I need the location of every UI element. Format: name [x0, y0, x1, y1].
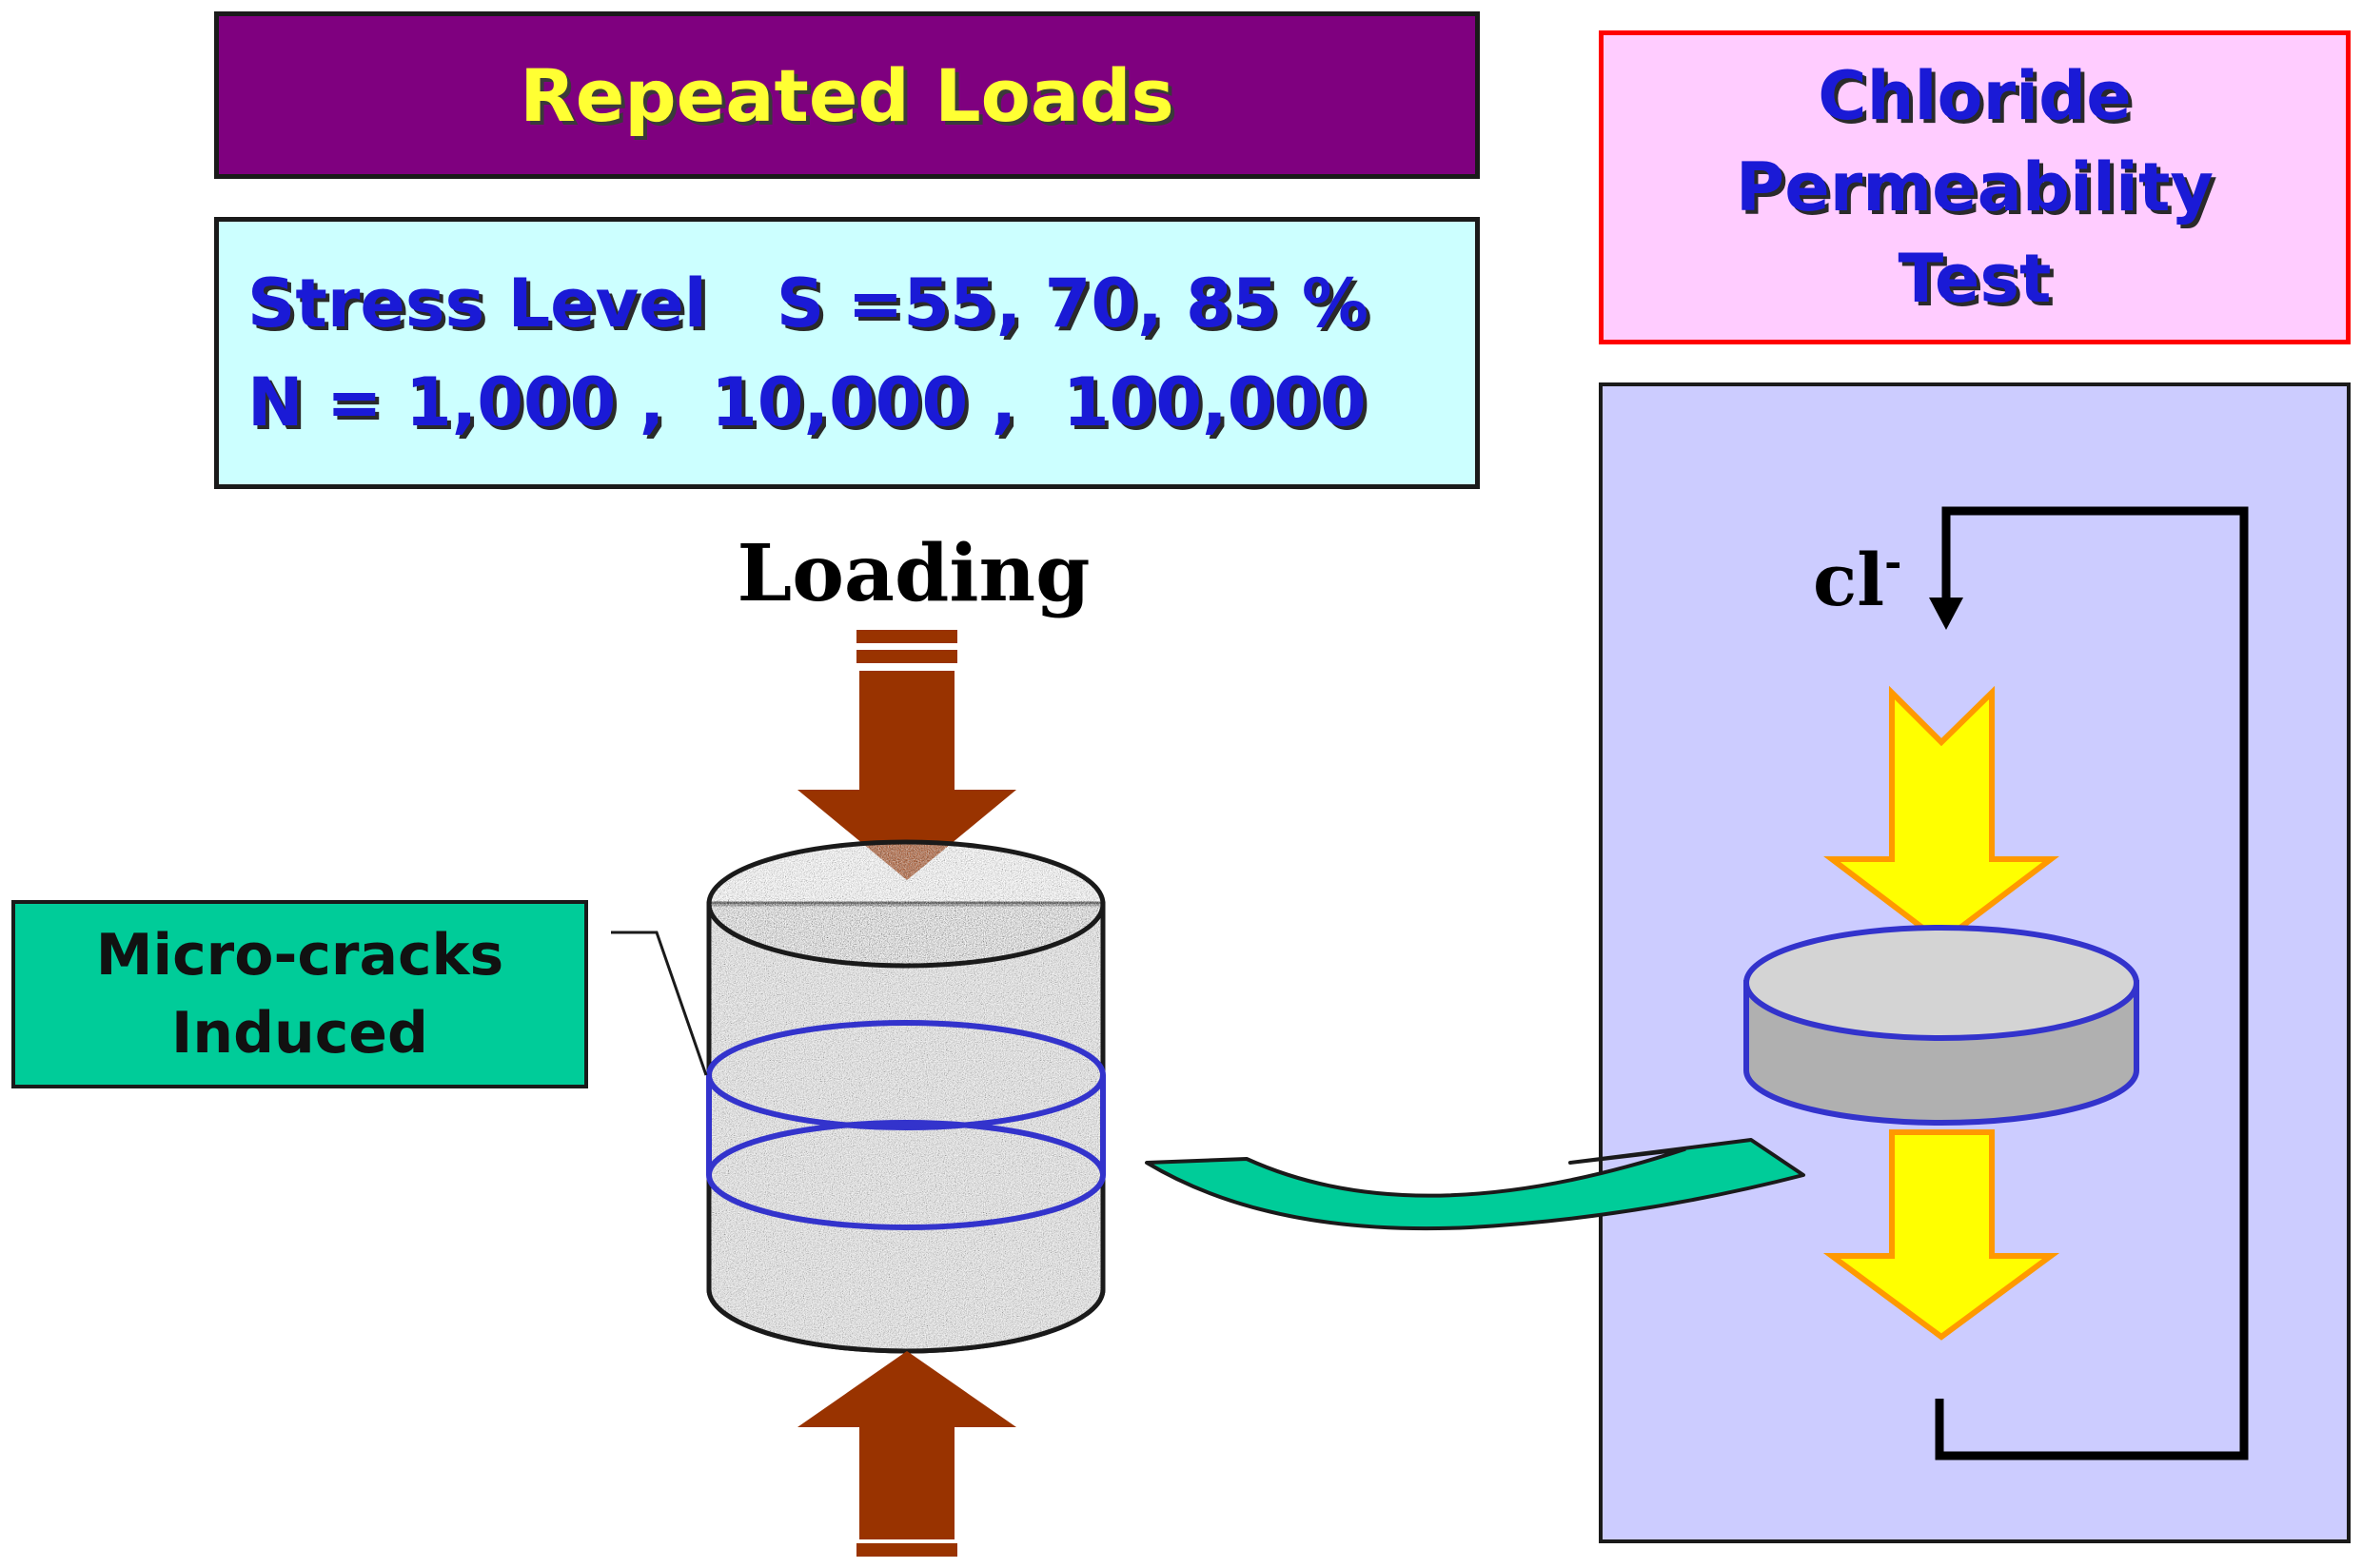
- loading-label: Loading: [737, 528, 1091, 619]
- specimen-disk-icon: [1743, 925, 2139, 1126]
- chloride-flow-arrow-bottom-icon: [1822, 1129, 2060, 1341]
- micro-cracks-label-box: Micro-cracks Induced: [11, 900, 588, 1088]
- micro-cracks-line-1: Micro-cracks: [95, 922, 504, 989]
- cycles-line: N = 1,000 , 10,000 , 100,000: [247, 363, 1367, 441]
- concrete-cylinder-icon: [706, 839, 1106, 1354]
- chloride-ion-label: cl-: [1813, 538, 1901, 622]
- chloride-flow-arrow-top-icon: [1823, 685, 2059, 946]
- title-box: Repeated Loads: [214, 11, 1480, 179]
- load-arrow-top-icon: [797, 630, 1016, 880]
- chloride-ion-base: cl: [1813, 538, 1885, 622]
- test-title-line-3: Test: [1898, 240, 2052, 318]
- crack-ring-icon: [706, 1020, 1106, 1230]
- micro-cracks-line-2: Induced: [171, 1000, 428, 1067]
- test-title-box: Chloride Permeability Test: [1599, 30, 2351, 344]
- test-title-line-1: Chloride: [1818, 57, 2132, 135]
- title-text: Repeated Loads: [520, 52, 1174, 138]
- leader-line: [611, 931, 708, 1076]
- parameters-box: Stress Level S =55, 70, 85 % N = 1,000 ,…: [214, 217, 1480, 489]
- circuit-loop-icon: [1929, 506, 2249, 1460]
- stress-level-line: Stress Level S =55, 70, 85 %: [247, 265, 1368, 343]
- chloride-ion-charge: -: [1884, 539, 1902, 587]
- load-arrow-bottom-icon: [797, 1351, 1016, 1557]
- transfer-arrow-icon: [1145, 1138, 1805, 1231]
- test-title-line-2: Permeability: [1735, 148, 2214, 226]
